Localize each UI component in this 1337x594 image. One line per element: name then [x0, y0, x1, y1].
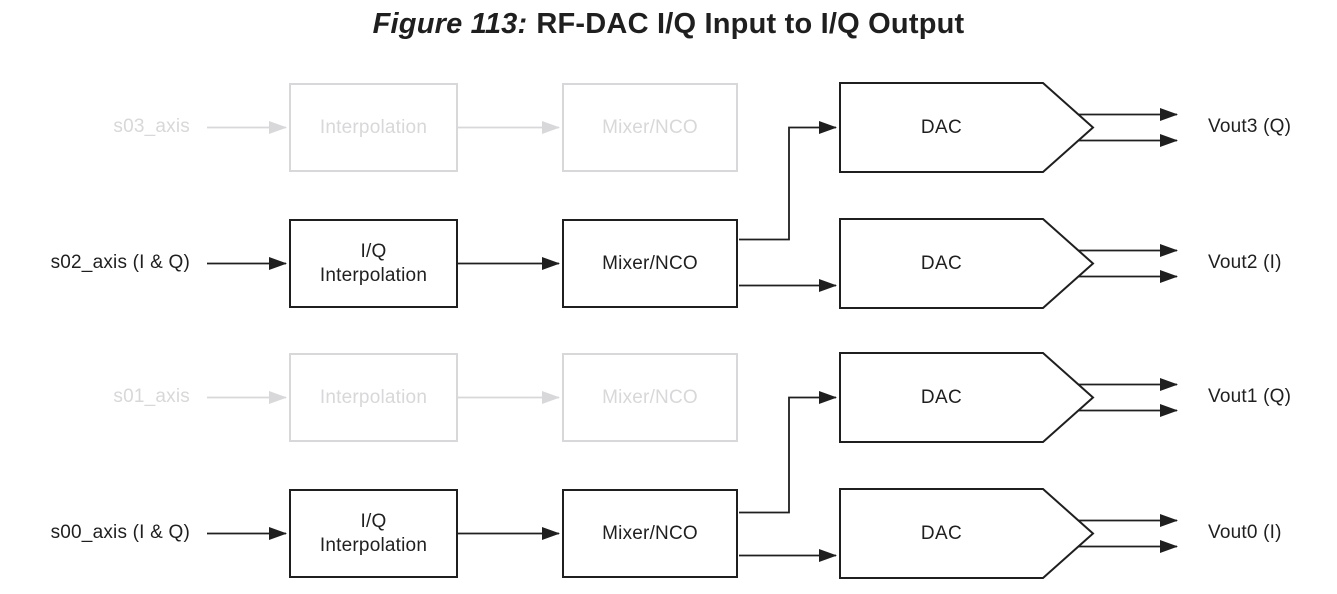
dac-block-label-ch2: DAC	[920, 252, 963, 274]
dac-block-label-ch0: DAC	[920, 522, 963, 544]
interpolation-block-ch2: I/Q Interpolation	[289, 219, 458, 308]
figure-title: Figure 113:RF-DAC I/Q Input to I/Q Outpu…	[0, 8, 1337, 41]
dac-block-label-ch1: DAC	[920, 386, 963, 408]
mixer-nco-label: Mixer/NCO	[602, 386, 698, 408]
output-port-label-vout2: Vout2 (I)	[1208, 252, 1282, 273]
input-port-label-s00: s00_axis (I & Q)	[50, 522, 190, 543]
input-port-label-s02: s02_axis (I & Q)	[50, 252, 190, 273]
dac3-block-shape	[839, 82, 1095, 173]
dac2-block-shape	[839, 218, 1095, 309]
input-port-label-s01: s01_axis	[113, 386, 190, 407]
mixer-nco-block-ch0: Mixer/NCO	[562, 489, 738, 578]
wire-mixer0-q-to-dac1	[739, 391, 837, 514]
figure-number: Figure 113:	[372, 8, 528, 40]
dac-block-label-ch3: DAC	[920, 116, 963, 138]
mixer-nco-label: Mixer/NCO	[602, 116, 698, 138]
interpolation-label: I/Q Interpolation	[319, 240, 428, 286]
mixer-nco-block-ch1: Mixer/NCO	[562, 353, 738, 442]
output-port-label-vout0: Vout0 (I)	[1208, 522, 1282, 543]
input-port-label-s03: s03_axis	[113, 116, 190, 137]
interpolation-label: Interpolation	[319, 116, 428, 138]
output-port-label-vout3: Vout3 (Q)	[1208, 116, 1292, 137]
interpolation-label: Interpolation	[319, 386, 428, 408]
mixer-nco-label: Mixer/NCO	[602, 252, 698, 274]
wire-mixer2-q-to-dac3	[739, 121, 837, 241]
interpolation-label: I/Q Interpolation	[319, 510, 428, 556]
dac0-block-shape	[839, 488, 1095, 579]
dac1-block-shape	[839, 352, 1095, 443]
interpolation-block-ch1: Interpolation	[289, 353, 458, 442]
output-port-label-vout1: Vout1 (Q)	[1208, 386, 1292, 407]
interpolation-block-ch0: I/Q Interpolation	[289, 489, 458, 578]
figure-title-text: RF-DAC I/Q Input to I/Q Output	[536, 8, 965, 40]
mixer-nco-block-ch3: Mixer/NCO	[562, 83, 738, 172]
interpolation-block-ch3: Interpolation	[289, 83, 458, 172]
mixer-nco-block-ch2: Mixer/NCO	[562, 219, 738, 308]
mixer-nco-label: Mixer/NCO	[602, 522, 698, 544]
